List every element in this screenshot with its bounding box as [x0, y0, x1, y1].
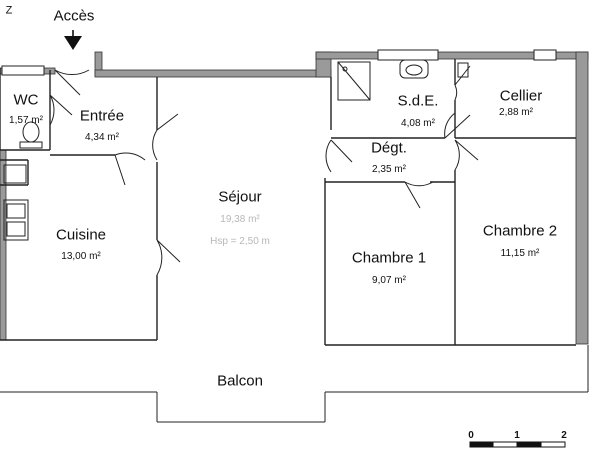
door-sde	[444, 112, 471, 139]
entree-area: 4,34 m²	[85, 132, 119, 143]
doors	[49, 65, 479, 276]
entree-name: Entrée	[79, 107, 125, 125]
balcony-outline	[0, 345, 589, 423]
chambre1-area: 9,07 m²	[372, 275, 406, 286]
sink-icon	[3, 199, 29, 241]
door-degt	[325, 139, 353, 173]
cuisine-name: Cuisine	[55, 226, 107, 244]
scale-tick-1: 1	[514, 430, 520, 441]
door-chambre2	[454, 139, 479, 171]
wall-right	[575, 51, 589, 345]
door-chambre1	[404, 181, 434, 209]
cellier-area: 2,88 m²	[499, 107, 533, 118]
cellier-fixture-icon	[457, 62, 469, 78]
chambre2-area: 11,15 m²	[500, 248, 540, 259]
chambre1-name: Chambre 1	[351, 249, 427, 267]
balcon-name: Balcon	[217, 372, 263, 390]
stove-icon	[3, 164, 27, 184]
wc-name: WC	[13, 91, 39, 109]
toilet-tank-icon	[19, 141, 43, 149]
scale-bar	[469, 441, 566, 448]
sde-name: S.d.E.	[397, 92, 439, 110]
partitions	[0, 59, 576, 346]
wall-cuisine-left	[0, 149, 7, 341]
chambre2-name: Chambre 2	[482, 222, 558, 240]
washbasin-icon	[399, 59, 429, 79]
access-label: Accès	[53, 7, 95, 25]
wc-area: 1,57 m²	[9, 115, 43, 126]
scale-tick-2: 2	[561, 430, 567, 441]
sejour-height: Hsp = 2,50 m	[210, 236, 270, 247]
wall-top-sejour-horizontal	[94, 69, 332, 78]
cuisine-area: 13,00 m²	[61, 251, 101, 262]
door-entree-cuisine	[114, 152, 146, 186]
degt-name: Dégt.	[371, 139, 407, 157]
north-mark: Z	[5, 4, 13, 17]
sde-area: 4,08 m²	[401, 118, 435, 129]
door-cuisine-sejour	[156, 239, 181, 276]
door-wc	[49, 94, 73, 126]
access-arrow-icon	[64, 36, 82, 50]
sejour-name: Séjour	[218, 188, 262, 206]
door-entrance	[54, 69, 90, 96]
scale-tick-0: 0	[468, 430, 474, 441]
shower-icon	[337, 61, 371, 101]
sejour-area: 19,38 m²	[220, 214, 260, 225]
cellier-name: Cellier	[499, 87, 543, 105]
toilet-bowl-icon	[22, 121, 40, 143]
fixtures	[3, 59, 469, 241]
degt-area: 2,35 m²	[372, 164, 406, 175]
door-entree-sejour	[152, 113, 179, 161]
